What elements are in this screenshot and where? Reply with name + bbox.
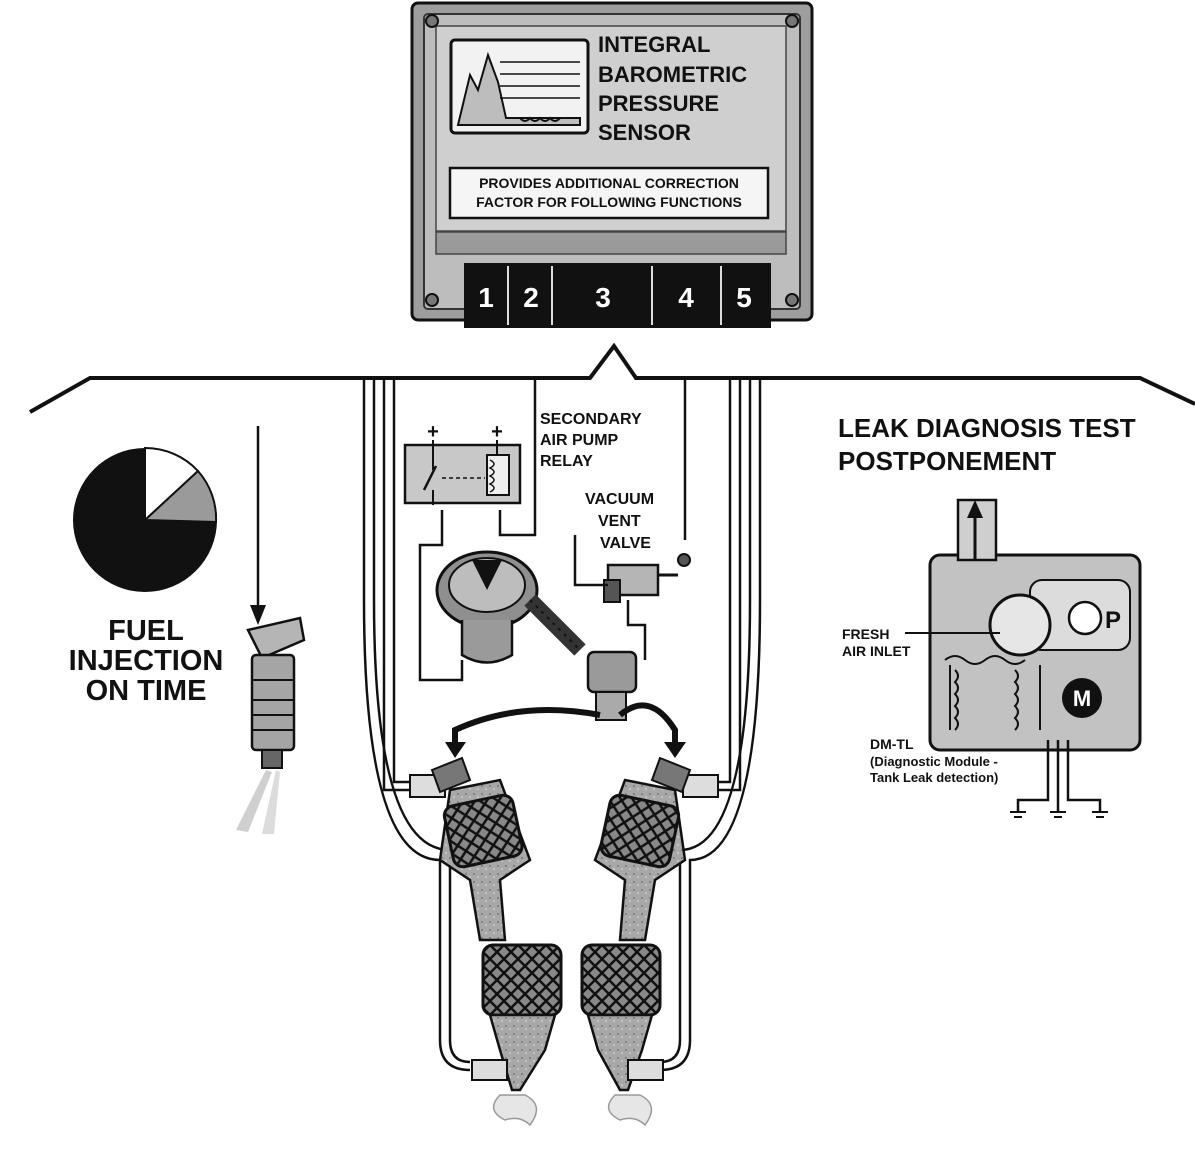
fuel-injection-section: FUEL INJECTION ON TIME [69,426,306,834]
fuel-injector-icon [236,616,306,834]
relay-label-line: AIR PUMP [540,432,619,449]
catalytic-converter-right [580,756,719,1127]
fuel-injection-label-line: FUEL [108,615,184,647]
check-valve-icon [586,650,638,721]
ecm-title-line: INTEGRAL [598,32,710,57]
relay-terminal-plus: + [491,421,503,443]
catalytic-converter-left [409,756,563,1127]
ecm-module: INTEGRAL BAROMETRIC PRESSURE SENSOR PROV… [410,1,814,328]
fresh-air-inlet-label-line: FRESH [842,626,889,642]
duty-cycle-pie-icon [73,446,218,592]
ecm-title-line: BAROMETRIC [598,62,747,87]
dm-tl-label-line: DM-TL [870,736,914,752]
air-pump-icon [435,550,539,664]
leak-diagnosis-title-line: POSTPONEMENT [838,446,1056,476]
air-distribution-arrow-left [452,707,601,750]
fuel-injection-label-line: ON TIME [86,675,207,707]
motor-symbol: M [1073,686,1091,711]
ecm-pin-label: 4 [678,282,694,313]
fuel-injection-label-line: INJECTION [69,645,224,677]
relay-terminal-plus: + [427,421,439,443]
screw-icon [425,14,799,307]
ecm-note-box [448,166,770,220]
fresh-air-inlet-label-line: AIR INLET [842,643,911,659]
barometric-sensor-icon [449,38,590,135]
ecm-pin-label: 5 [736,282,752,313]
relay-label-line: SECONDARY [540,411,642,428]
ecm-title-line: SENSOR [598,120,691,145]
relay-label-line: RELAY [540,453,593,470]
distribution-brace [29,342,1195,414]
secondary-air-pump-relay: + + [403,421,522,505]
vacuum-vent-valve-label-line: VENT [598,513,641,530]
leak-diagnosis-title-line: LEAK DIAGNOSIS TEST [838,413,1136,443]
ecm-title-line: PRESSURE [598,91,719,116]
vacuum-vent-valve-label-line: VALVE [600,535,651,552]
leak-diagnosis-section: LEAK DIAGNOSIS TEST POSTPONEMENT P M FRE… [838,413,1142,818]
vacuum-vent-valve-icon [573,535,691,660]
ecm-note-line: PROVIDES ADDITIONAL CORRECTION [479,175,739,191]
ecm-pin-label: 3 [595,282,611,313]
dm-tl-module-icon: P M [928,498,1142,818]
ecm-pin-label: 2 [523,282,539,313]
ecm-note-line: FACTOR FOR FOLLOWING FUNCTIONS [476,194,742,210]
pressure-symbol: P [1105,607,1121,634]
dm-tl-label-line: (Diagnostic Module - [870,754,998,769]
ecm-pin-label: 1 [478,282,494,313]
dm-tl-label-line: Tank Leak detection) [870,770,998,785]
air-distribution-arrow-right [618,702,678,750]
vacuum-vent-valve-label-line: VACUUM [585,491,654,508]
secondary-air-section: + + SECONDARY AIR PUMP RELAY [362,378,762,1127]
ecm-connector: 1 2 3 4 5 [464,263,771,328]
